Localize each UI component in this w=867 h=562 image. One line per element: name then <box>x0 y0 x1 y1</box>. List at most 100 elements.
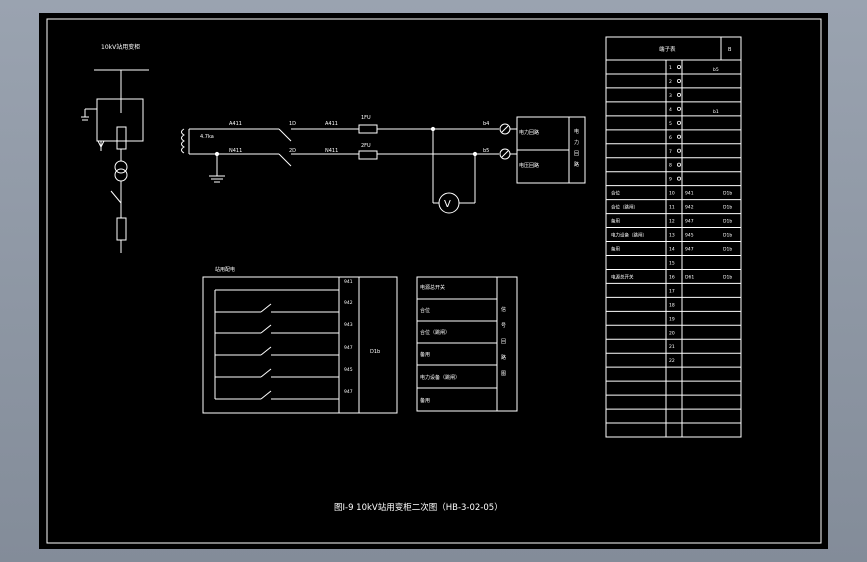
terminal-row-label: 合位（跳闸） <box>611 204 638 211</box>
terminal-row-number: 22 <box>669 358 675 364</box>
drawing-svg: 10kV站用变柜 V <box>46 18 822 544</box>
terminal-row-number: 16 <box>669 274 675 280</box>
meter-side-char: 力 <box>574 139 579 146</box>
terminal-row-wire: 942 <box>685 205 694 211</box>
terminal-point <box>677 92 682 97</box>
terminal-row-wire: D61 <box>685 274 694 280</box>
terminal-point <box>677 148 682 153</box>
terminal-row-number: 18 <box>669 302 675 308</box>
terminal-point <box>677 134 682 139</box>
terminal-point <box>677 162 682 167</box>
meter-side-char: 电 <box>574 128 579 135</box>
switchgear-diagram <box>81 69 149 253</box>
signal-row: 合位 <box>420 307 430 314</box>
distribution-right-box: D1b <box>370 349 380 355</box>
terminal-row-number: 15 <box>669 260 675 266</box>
wire-tag: 2D <box>289 148 296 154</box>
signal-side-char: 回 <box>501 339 506 345</box>
meter-box <box>516 116 586 184</box>
terminal-table-header-right: B <box>728 47 732 53</box>
signal-row: 备用 <box>420 351 430 358</box>
fuse-tag: 1FU <box>361 115 371 121</box>
terminal-row-label: 备用 <box>611 218 620 225</box>
wire-tag: N411 <box>229 148 242 154</box>
terminal-row-number: 5 <box>669 121 672 127</box>
signal-row: 电力设备（跳闸） <box>420 374 460 381</box>
terminal-mark: b1 <box>713 109 719 115</box>
wire-tag: A411 <box>229 121 242 127</box>
terminal-row-number: 14 <box>669 247 675 253</box>
meter-side-char: 回 <box>574 151 579 157</box>
terminal-row-number: 11 <box>669 205 675 211</box>
wire-tag: b4 <box>483 121 489 127</box>
terminal-row-number: 4 <box>669 107 672 113</box>
terminal-table <box>605 36 742 438</box>
drawing-frame <box>46 18 822 544</box>
terminal-point <box>677 78 682 83</box>
voltmeter-symbol: V <box>444 199 451 210</box>
terminal-row-number: 20 <box>669 330 675 336</box>
meter-side-char: 路 <box>574 161 579 168</box>
terminal-row-label: 电力设备（跳闸） <box>611 232 647 239</box>
output-tag: 945 <box>344 367 353 373</box>
terminal-row-wire: 945 <box>685 233 694 239</box>
meter-row-2: 电压回路 <box>519 162 539 169</box>
terminal-row-label: 合位 <box>611 190 620 197</box>
terminal-row-number: 8 <box>669 163 672 169</box>
wire-tag: b5 <box>483 148 489 154</box>
drawing-canvas: 10kV站用变柜 V <box>39 13 828 549</box>
ct-label: 4.7ka <box>200 134 214 140</box>
terminal-row-number: 6 <box>669 135 672 141</box>
signal-row: 备用 <box>420 397 430 404</box>
terminal-row-number: 1 <box>669 65 672 71</box>
signal-side-char: 信 <box>501 306 506 313</box>
distribution-diagram <box>202 276 398 414</box>
output-tag: 947 <box>344 345 353 351</box>
signal-row: 电源总开关 <box>420 284 445 291</box>
terminal-row-number: 12 <box>669 219 675 225</box>
terminal-row-number: 9 <box>669 177 672 183</box>
switchgear-label: 10kV站用变柜 <box>101 43 140 51</box>
terminal-row-number: 19 <box>669 316 675 322</box>
terminal-row-target: D1b <box>723 274 732 280</box>
terminal-point <box>677 64 682 69</box>
signal-side-char: 号 <box>501 323 506 329</box>
terminal-mark: b5 <box>713 67 719 73</box>
terminal-row-number: 10 <box>669 191 675 197</box>
terminal-table-header: 端子表 <box>659 45 676 53</box>
terminal-row-wire: 947 <box>685 219 694 225</box>
terminal-row-number: 13 <box>669 233 675 239</box>
terminal-row-target: D1b <box>723 247 732 253</box>
terminal-row-target: D1b <box>723 233 732 239</box>
terminal-point <box>677 176 682 181</box>
wiring-diagram <box>181 123 517 214</box>
signal-table <box>416 276 518 412</box>
terminal-point <box>677 120 682 125</box>
terminal-row-target: D1b <box>723 219 732 225</box>
output-tag: 942 <box>344 300 353 306</box>
wire-tag: A411 <box>325 121 338 127</box>
signal-row: 合位（跳闸） <box>420 329 450 336</box>
drawing-caption: 图I-9 10kV站用变柜二次图（HB-3-02-05） <box>334 502 503 513</box>
terminal-row-wire: 941 <box>685 191 694 197</box>
signal-side-char: 路 <box>501 354 506 361</box>
terminal-row-wire: 947 <box>685 247 694 253</box>
wire-tag: 1D <box>289 121 296 127</box>
meter-row-1: 电力回路 <box>519 129 539 136</box>
terminal-row-label: 备用 <box>611 246 620 253</box>
distribution-title: 站用配电 <box>215 266 235 273</box>
terminal-row-number: 21 <box>669 344 675 350</box>
signal-side-char: 图 <box>501 371 506 377</box>
fuse-tag: 2FU <box>361 143 371 149</box>
terminal-row-number: 7 <box>669 149 672 155</box>
output-tag: 943 <box>344 322 353 328</box>
terminal-row-target: D1b <box>723 191 732 197</box>
terminal-row-label: 电源总开关 <box>611 273 634 280</box>
terminal-row-number: 17 <box>669 288 675 294</box>
wire-tag: N411 <box>325 148 338 154</box>
terminal-row-number: 2 <box>669 79 672 85</box>
output-tag: 941 <box>344 279 353 285</box>
terminal-row-number: 3 <box>669 93 672 99</box>
terminal-row-target: D1b <box>723 205 732 211</box>
